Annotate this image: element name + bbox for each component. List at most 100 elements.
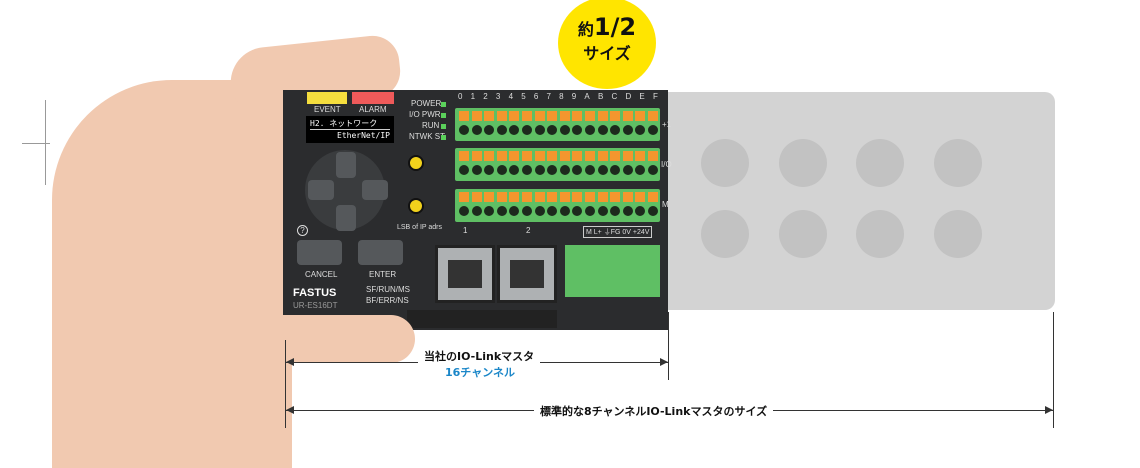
terminal-release-lever[interactable]: [547, 151, 558, 161]
terminal-wire-hole: [572, 206, 583, 216]
terminal-release-lever[interactable]: [635, 111, 646, 121]
terminal-release-lever[interactable]: [610, 151, 621, 161]
terminal-release-lever[interactable]: [547, 111, 558, 121]
terminal-release-lever[interactable]: [585, 111, 595, 121]
terminal-release-lever[interactable]: [585, 151, 595, 161]
arrow-right: [1045, 406, 1053, 414]
crop-mark: [22, 143, 50, 144]
terminal-release-lever[interactable]: [509, 111, 520, 121]
terminal-release-lever[interactable]: [572, 151, 583, 161]
run-led: [441, 124, 446, 129]
terminal-wire-hole: [459, 206, 469, 216]
terminal-release-lever[interactable]: [522, 151, 532, 161]
terminal-release-lever[interactable]: [484, 192, 495, 202]
terminal-release-lever[interactable]: [484, 111, 495, 121]
cancel-button[interactable]: [297, 240, 342, 265]
terminal-release-lever[interactable]: [534, 111, 545, 121]
terminal-release-lever[interactable]: [559, 192, 570, 202]
terminal-release-lever[interactable]: [572, 192, 583, 202]
silhouette-hole: [934, 139, 982, 187]
terminal-wire-hole: [534, 206, 545, 216]
dpad-down[interactable]: [336, 205, 356, 231]
terminal-release-lever[interactable]: [522, 111, 532, 121]
terminal-release-lever[interactable]: [610, 192, 621, 202]
led-label-power: POWER: [411, 99, 442, 108]
channel-number: 0: [458, 92, 463, 101]
terminal-release-lever[interactable]: [585, 192, 595, 202]
rotary-switch-msb[interactable]: [408, 155, 424, 171]
terminal-release-lever[interactable]: [635, 151, 646, 161]
rotary-switch-lsb[interactable]: [408, 198, 424, 214]
terminal-release-lever[interactable]: [559, 151, 570, 161]
terminal-release-lever[interactable]: [635, 192, 646, 202]
terminal-release-lever[interactable]: [610, 111, 621, 121]
terminal-release-lever[interactable]: [484, 151, 495, 161]
terminal-release-lever[interactable]: [534, 192, 545, 202]
terminal-wire-hole: [496, 125, 507, 135]
rotary-label: LSB of IP adrs: [397, 224, 443, 231]
terminal-release-lever[interactable]: [597, 111, 608, 121]
terminal-wire-hole: [471, 125, 482, 135]
ethernet-port-2[interactable]: [497, 245, 557, 303]
terminal-block-m: [455, 189, 660, 222]
terminal-release-lever[interactable]: [471, 192, 482, 202]
dpad-right[interactable]: [362, 180, 388, 200]
terminal-release-lever[interactable]: [509, 192, 520, 202]
terminal-wire-hole: [471, 206, 482, 216]
terminal-release-lever[interactable]: [471, 111, 482, 121]
dim-tick-mid: [668, 312, 669, 380]
terminal-release-lever[interactable]: [459, 151, 469, 161]
terminal-release-lever[interactable]: [496, 111, 507, 121]
terminal-wire-hole: [496, 165, 507, 175]
alarm-indicator: [352, 92, 394, 104]
enter-button[interactable]: [358, 240, 403, 265]
terminal-release-lever[interactable]: [471, 151, 482, 161]
ours-label: 当社のIO-Linkマスタ: [418, 348, 541, 364]
terminal-wire-hole: [559, 206, 570, 216]
terminal-release-lever[interactable]: [622, 111, 633, 121]
terminal-release-lever[interactable]: [622, 192, 633, 202]
terminal-release-lever[interactable]: [559, 111, 570, 121]
terminal-release-lever[interactable]: [547, 192, 558, 202]
group-label-2: 2: [526, 226, 531, 235]
crop-mark: [45, 100, 46, 185]
terminal-wire-hole: [635, 125, 646, 135]
terminal-release-lever[interactable]: [648, 111, 658, 121]
terminal-wire-hole: [509, 125, 520, 135]
terminal-release-lever[interactable]: [509, 151, 520, 161]
terminal-release-lever[interactable]: [496, 151, 507, 161]
terminal-release-lever[interactable]: [522, 192, 532, 202]
badge-value: 1/2: [593, 13, 637, 41]
ethernet-port-1[interactable]: [435, 245, 495, 303]
terminal-release-lever[interactable]: [459, 192, 469, 202]
power-connector[interactable]: [565, 245, 660, 297]
terminal-wire-hole: [648, 165, 658, 175]
display-line-1: H2. ネットワーク: [310, 118, 390, 130]
dpad-up[interactable]: [336, 152, 356, 178]
terminal-release-lever[interactable]: [459, 111, 469, 121]
terminal-release-lever[interactable]: [597, 192, 608, 202]
terminal-release-lever[interactable]: [648, 151, 658, 161]
net-led-label-2: BF/ERR/NS: [366, 296, 409, 305]
terminal-release-lever[interactable]: [597, 151, 608, 161]
terminal-release-lever[interactable]: [534, 151, 545, 161]
channel-number: D: [625, 92, 632, 101]
channel-number: E: [639, 92, 645, 101]
terminal-wire-hole: [635, 206, 646, 216]
dpad-left[interactable]: [308, 180, 334, 200]
terminal-wire-hole: [572, 165, 583, 175]
terminal-wire-hole: [509, 206, 520, 216]
terminal-wire-hole: [610, 125, 621, 135]
terminal-wire-hole: [547, 165, 558, 175]
terminal-wire-hole: [459, 125, 469, 135]
terminal-wire-hole: [547, 206, 558, 216]
channel-number: 2: [483, 92, 488, 101]
terminal-release-lever[interactable]: [648, 192, 658, 202]
terminal-release-lever[interactable]: [496, 192, 507, 202]
help-icon[interactable]: ?: [297, 225, 308, 236]
row-label-plus1: +1: [662, 120, 672, 129]
group-label-1: 1: [463, 226, 468, 235]
terminal-wire-hole: [610, 206, 621, 216]
terminal-release-lever[interactable]: [622, 151, 633, 161]
terminal-release-lever[interactable]: [572, 111, 583, 121]
